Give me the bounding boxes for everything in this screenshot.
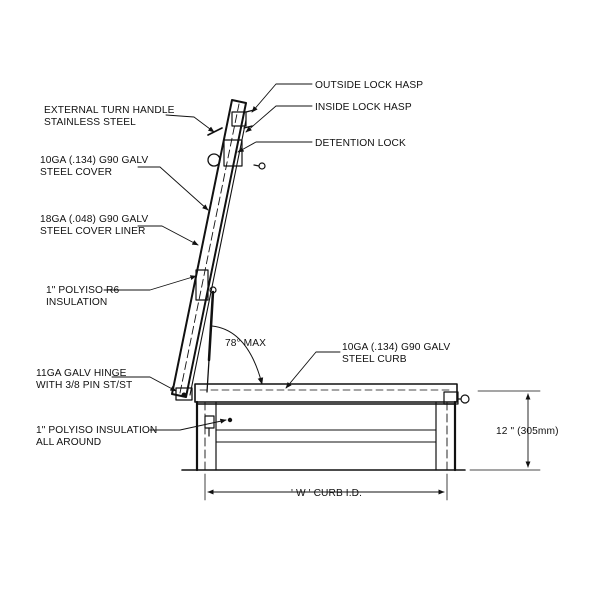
label-height-dimension: 12 " (305mm) [496,426,559,437]
label-cover-line1: 10GA (.134) G90 GALV [40,155,148,166]
label-hinge-line2: WITH 3/8 PIN ST/ST [36,380,132,391]
steel-cover-open [171,99,266,401]
label-outside-lock-hasp: OUTSIDE LOCK HASP [315,80,423,91]
label-polyiso-line1: 1" POLYISO R6 [46,285,119,296]
label-all-around-line1: 1" POLYISO INSULATION [36,425,157,436]
label-inside-lock-hasp: INSIDE LOCK HASP [315,102,412,113]
label-all-around-line2: ALL AROUND [36,437,101,448]
dimension-height [469,390,541,471]
label-cover-line2: STEEL COVER [40,167,112,178]
label-detention-lock: DETENTION LOCK [315,138,406,149]
label-liner-line2: STEEL COVER LINER [40,226,146,237]
steel-curb [181,383,470,472]
label-polyiso-line2: INSULATION [46,297,107,308]
label-curb-line1: 10GA (.134) G90 GALV [342,342,450,353]
label-turn-handle-line2: STAINLESS STEEL [44,117,136,128]
leader-lines [103,83,341,431]
label-curb-line2: STEEL CURB [342,354,407,365]
label-angle-max: 78° MAX [225,338,266,349]
label-liner-line1: 18GA (.048) G90 GALV [40,214,148,225]
dimension-width [204,473,448,501]
label-turn-handle-line1: EXTERNAL TURN HANDLE [44,105,175,116]
label-width-dimension: ' W ' CURB I.D. [291,488,362,499]
label-hinge-line1: 11GA GALV HINGE [36,368,127,379]
